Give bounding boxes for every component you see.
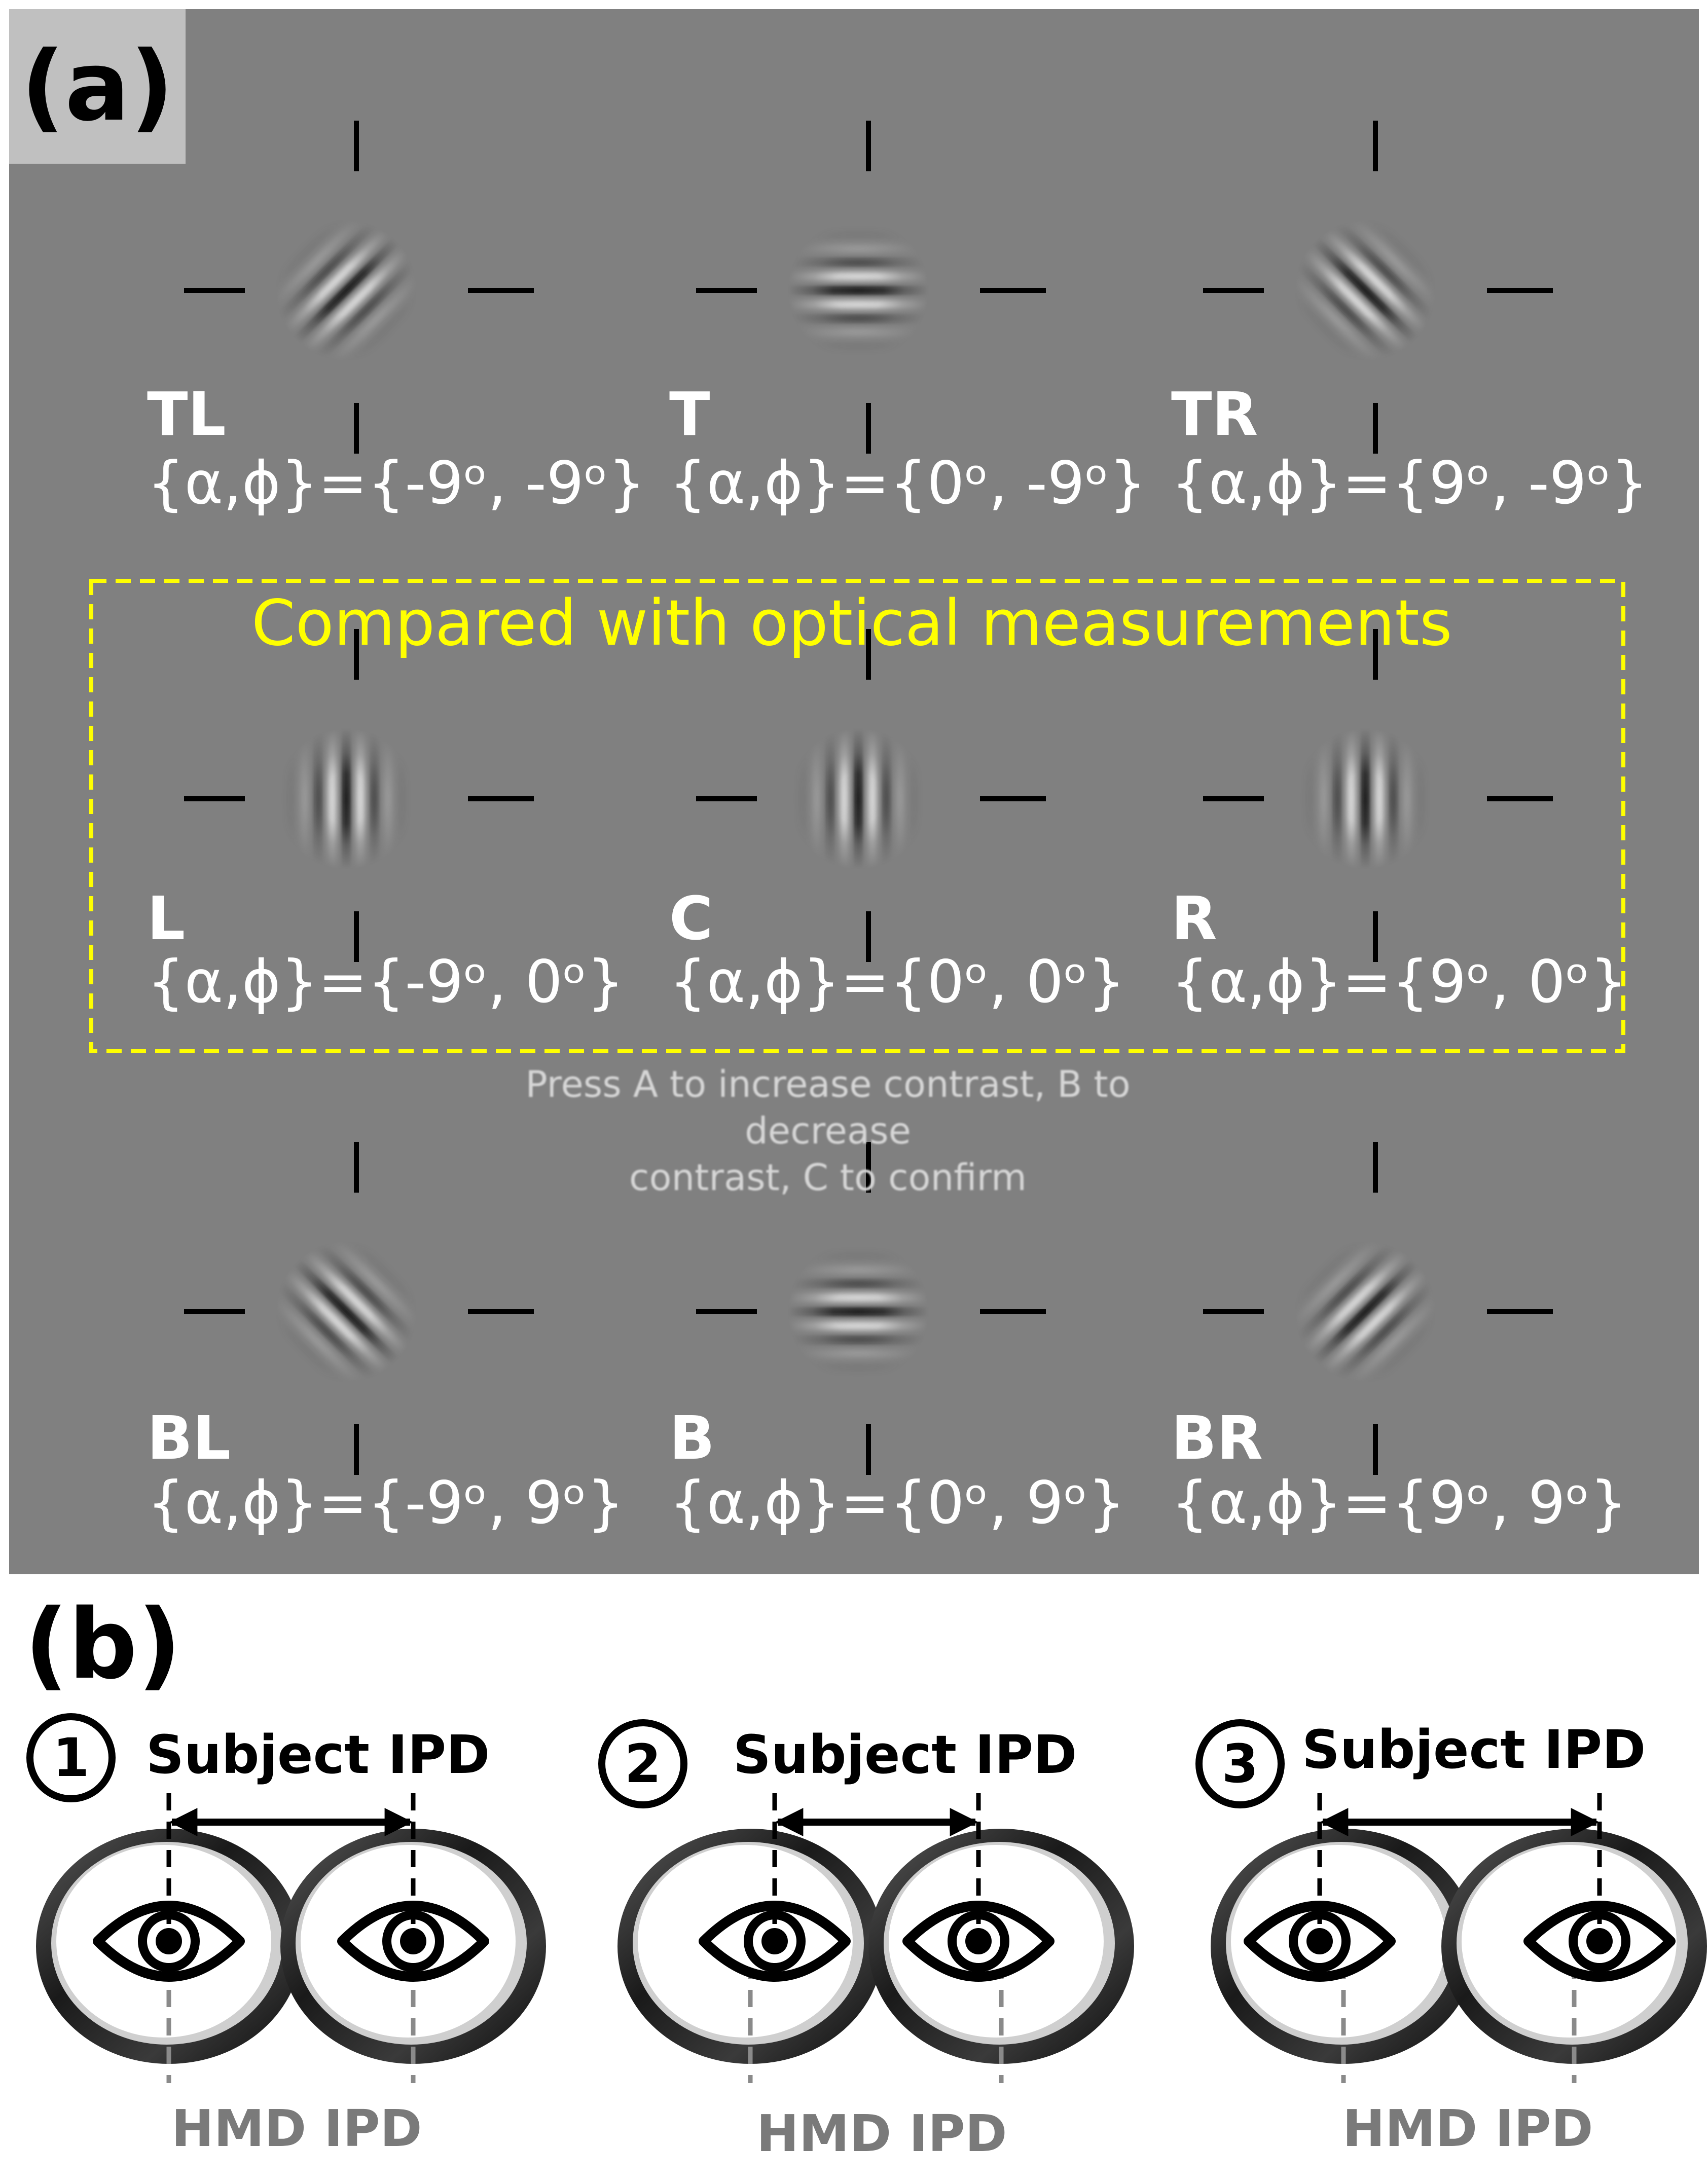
cell-angle-t: {α,ϕ}={0ᵒ, -9ᵒ}: [669, 449, 1147, 517]
instructions-line-2: contrast, C to confirm: [629, 1156, 1027, 1199]
gabor-patch: [787, 229, 929, 352]
cell-angle-r: {α,ϕ}={9ᵒ, 0ᵒ}: [1171, 948, 1627, 1016]
subject-ipd-label-1: Subject IPD: [146, 1724, 490, 1786]
cell-angle-tl: {α,ϕ}={-9ᵒ, -9ᵒ}: [147, 449, 646, 517]
cell-name-tl: TL: [147, 379, 226, 449]
panel-a-label: (a): [9, 9, 186, 164]
cell-name-l: L: [147, 883, 186, 953]
cell-c: [696, 629, 1046, 962]
gabor-patch: [1271, 1218, 1459, 1405]
cell-name-c: C: [669, 883, 713, 953]
cell-name-b: B: [669, 1403, 715, 1473]
cell-name-bl: BL: [147, 1403, 231, 1473]
highlight-box: [89, 579, 1625, 1053]
gabor-patch: [797, 728, 920, 870]
subject-ipd-label-3: Subject IPD: [1302, 1719, 1646, 1781]
eye-left-icon: [1244, 1901, 1396, 1982]
ipd-config-2: [617, 1793, 1134, 2083]
eye-right-icon: [902, 1901, 1055, 1982]
config-number-3: 3: [1195, 1719, 1285, 1808]
gabor-patch: [285, 728, 408, 870]
cell-name-tr: TR: [1171, 379, 1258, 449]
cell-r: [1203, 629, 1553, 962]
instructions-text: Press A to increase contrast, B to decre…: [448, 1061, 1208, 1201]
panel-b-label: (b): [24, 1588, 181, 1700]
hmd-ipd-label-1: HMD IPD: [171, 2099, 422, 2158]
instructions-line-1: Press A to increase contrast, B to decre…: [525, 1063, 1131, 1152]
cell-angle-b: {α,ϕ}={0ᵒ, 9ᵒ}: [669, 1469, 1125, 1537]
cell-tl: [184, 121, 534, 454]
config-number-1: 1: [26, 1713, 116, 1802]
cell-name-t: T: [669, 379, 710, 449]
eye-right-icon: [337, 1901, 489, 1982]
hmd-ipd-label-3: HMD IPD: [1342, 2099, 1593, 2158]
cell-bl: [184, 1142, 534, 1475]
ipd-config-1: [36, 1793, 546, 2083]
stimulus-panel: (a) TL {α,ϕ}={-9ᵒ, -9ᵒ} T {α,ϕ}={0ᵒ, -9ᵒ…: [9, 9, 1699, 1574]
cell-name-br: BR: [1171, 1403, 1263, 1473]
gabor-patch: [1304, 728, 1427, 870]
subject-ipd-label-2: Subject IPD: [733, 1724, 1077, 1786]
gabor-patch: [787, 1250, 929, 1373]
config-number-2: 2: [598, 1719, 687, 1808]
cell-angle-c: {α,ϕ}={0ᵒ, 0ᵒ}: [669, 948, 1125, 1016]
cell-t: [696, 121, 1046, 454]
gabor-patch: [1271, 197, 1459, 384]
cell-l: [184, 629, 534, 962]
cell-angle-bl: {α,ϕ}={-9ᵒ, 9ᵒ}: [147, 1469, 625, 1537]
cell-angle-l: {α,ϕ}={-9ᵒ, 0ᵒ}: [147, 948, 625, 1016]
cell-angle-br: {α,ϕ}={9ᵒ, 9ᵒ}: [1171, 1469, 1627, 1537]
ipd-config-3: [1211, 1793, 1707, 2083]
cell-angle-tr: {α,ϕ}={9ᵒ, -9ᵒ}: [1171, 449, 1649, 517]
gabor-patch: [252, 197, 440, 384]
cell-br: [1203, 1142, 1553, 1475]
gabor-patch: [252, 1218, 440, 1405]
cell-b: [696, 1142, 1046, 1475]
highlight-box-title: Compared with optical measurements: [251, 587, 1452, 660]
grating-layer: [89, 121, 1625, 1475]
hmd-ipd-label-2: HMD IPD: [756, 2104, 1007, 2163]
cell-name-r: R: [1171, 883, 1217, 953]
cell-tr: [1203, 121, 1553, 454]
